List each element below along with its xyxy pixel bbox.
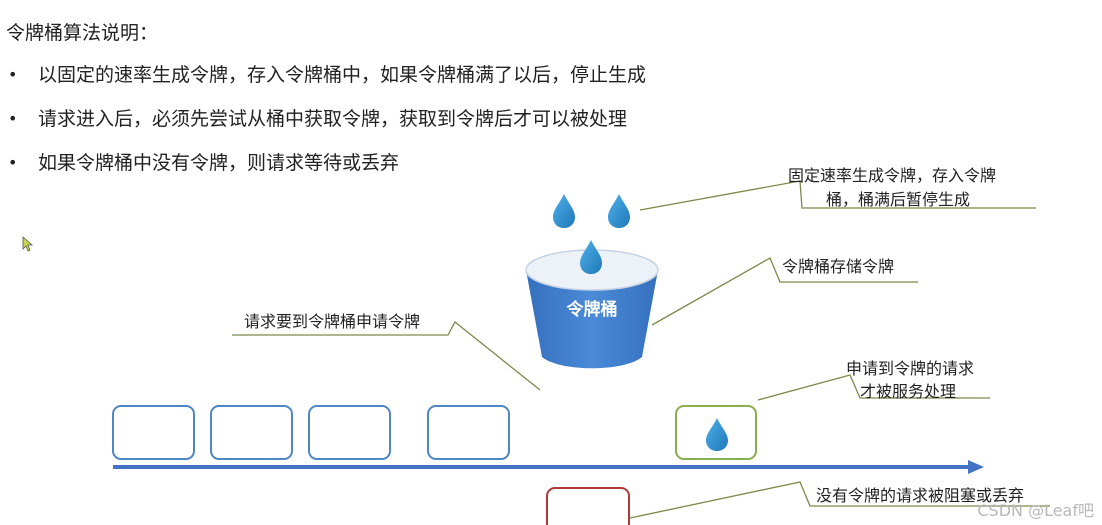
bullet-text: 如果令牌桶中没有令牌，则请求等待或丢弃 — [38, 152, 400, 174]
bullet-text: 请求进入后，必须先尝试从桶中获取令牌，获取到令牌后才可以被处理 — [38, 108, 628, 130]
bullet-item: • 如果令牌桶中没有令牌，则请求等待或丢弃 — [8, 150, 646, 194]
annotation-dropped: 没有令牌的请求被阻塞或丢弃 — [816, 486, 1025, 505]
arrow-head-icon — [968, 460, 984, 474]
bullet-list: • 以固定的速率生成令牌，存入令牌桶中，如果令牌桶满了以后，停止生成 • 请求进… — [8, 62, 646, 194]
leader-line — [629, 481, 1050, 519]
annotation-request: 请求要到令牌桶申请令牌 — [244, 312, 421, 331]
bullet-item: • 请求进入后，必须先尝试从桶中获取令牌，获取到令牌后才可以被处理 — [8, 106, 646, 150]
bullet-dot: • — [8, 65, 18, 84]
bullet-dot: • — [8, 109, 18, 128]
leader-line — [639, 180, 1036, 211]
mouse-cursor-icon — [22, 236, 34, 252]
annotation-storage: 令牌桶存储令牌 — [782, 257, 895, 276]
page-title: 令牌桶算法说明： — [6, 22, 159, 44]
request-box — [427, 405, 510, 460]
bullet-dot: • — [8, 153, 18, 172]
token-drop-icon — [706, 418, 728, 451]
token-drop-icon — [608, 194, 630, 228]
annotation-generate-line1: 固定速率生成令牌，存入令牌 — [788, 166, 997, 185]
request-box — [210, 405, 293, 460]
annotation-processed-line1: 申请到令牌的请求 — [846, 359, 975, 378]
dropped-request-box — [546, 487, 630, 525]
annotation-processed-line2: 才被服务处理 — [860, 382, 957, 401]
leader-line — [651, 257, 918, 326]
bucket-label: 令牌桶 — [567, 299, 618, 320]
token-drop-icon — [553, 194, 575, 228]
leader-line — [232, 321, 541, 391]
bullet-item: • 以固定的速率生成令牌，存入令牌桶中，如果令牌桶满了以后，停止生成 — [8, 62, 646, 106]
token-drop-icon — [580, 240, 602, 274]
annotation-generate-line2: 桶，桶满后暂停生成 — [826, 190, 971, 209]
leader-line — [757, 374, 990, 401]
bullet-text: 以固定的速率生成令牌，存入令牌桶中，如果令牌桶满了以后，停止生成 — [38, 64, 647, 86]
watermark: CSDN @Leaf吧 — [977, 501, 1094, 520]
request-box — [112, 405, 195, 460]
request-box — [308, 405, 391, 460]
